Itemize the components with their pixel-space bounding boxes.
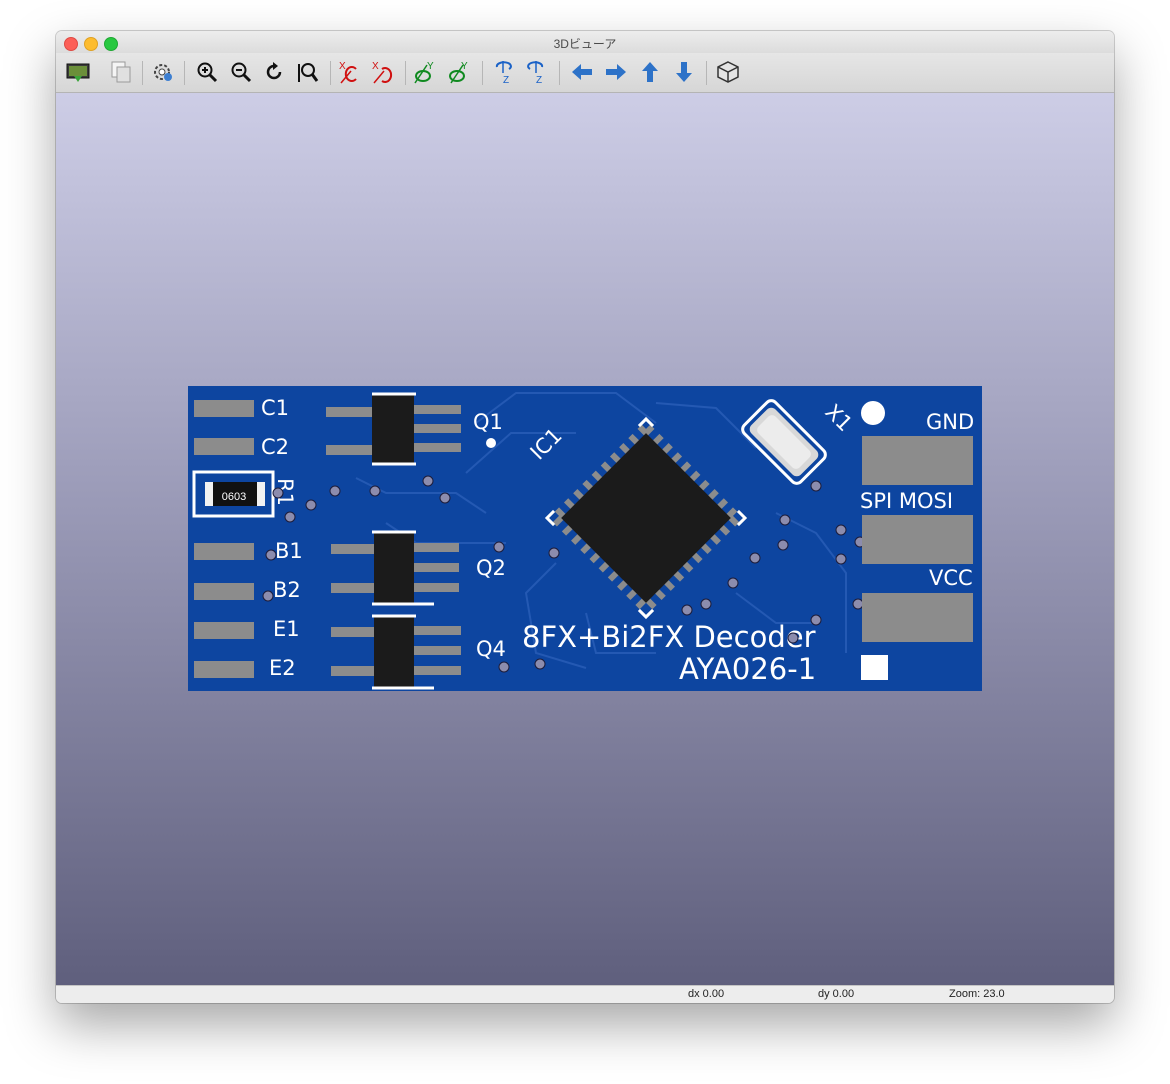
pcb-render: 0603 C1 C2 R1 B1 B2 E1 E2 — [188, 386, 982, 691]
move-left-icon[interactable] — [567, 58, 597, 86]
pad-gnd — [862, 436, 973, 485]
rotate-x-cw-icon[interactable]: X — [335, 58, 365, 86]
label-b2: B2 — [273, 578, 301, 602]
fiducial-dot — [861, 401, 885, 425]
status-dx: dx 0.00 — [688, 988, 725, 1000]
status-zoom: Zoom: 23.0 — [949, 988, 1005, 1000]
rotate-z-ccw-icon[interactable]: Z — [522, 58, 552, 86]
pad-spi-mosi — [862, 515, 973, 564]
3d-viewport[interactable]: 0603 C1 C2 R1 B1 B2 E1 E2 — [56, 93, 1114, 986]
svg-text:X: X — [372, 61, 379, 72]
silk-square — [861, 655, 888, 680]
status-dy: dy 0.00 — [818, 988, 855, 1000]
svg-text:X: X — [339, 61, 346, 72]
title-bar: 3Dビューア — [56, 31, 1114, 53]
status-bar: dx 0.00 dy 0.00 Zoom: 23.0 — [56, 985, 1114, 1003]
board-title: 8FX+Bi2FX Decoder — [522, 620, 816, 654]
zoom-in-icon[interactable] — [192, 58, 222, 86]
settings-icon[interactable] — [148, 58, 178, 86]
label-b1: B1 — [275, 539, 303, 563]
render-board-icon[interactable] — [63, 58, 93, 86]
rotate-y-ccw-icon[interactable]: Y — [445, 58, 475, 86]
label-c1: C1 — [261, 396, 289, 420]
svg-text:Z: Z — [536, 75, 542, 85]
transistor-q1 — [326, 392, 461, 466]
move-down-icon[interactable] — [669, 58, 699, 86]
pad-vcc — [862, 593, 973, 642]
redraw-icon[interactable] — [259, 58, 289, 86]
label-e1: E1 — [273, 617, 300, 641]
zoom-out-icon[interactable] — [226, 58, 256, 86]
crystal-x1 — [741, 399, 827, 485]
orthographic-icon[interactable] — [713, 58, 743, 86]
edge-pads-left — [194, 400, 254, 678]
window-title: 3Dビューア — [553, 37, 617, 51]
svg-text:Y: Y — [427, 61, 434, 72]
board-part-number: AYA026-1 — [679, 652, 816, 686]
label-c2: C2 — [261, 435, 289, 459]
rotate-x-ccw-icon[interactable]: X — [368, 58, 398, 86]
label-q2: Q2 — [476, 556, 506, 580]
zoom-fit-icon[interactable] — [293, 58, 323, 86]
pin1-dot — [486, 438, 496, 448]
move-right-icon[interactable] — [601, 58, 631, 86]
label-gnd: GND — [926, 410, 974, 434]
minimize-button[interactable] — [84, 37, 98, 51]
transistor-q2 — [331, 530, 459, 606]
label-q4: Q4 — [476, 637, 506, 661]
move-up-icon[interactable] — [635, 58, 665, 86]
svg-text:Y: Y — [461, 61, 468, 72]
rotate-z-cw-icon[interactable]: Z — [489, 58, 519, 86]
label-e2: E2 — [269, 656, 296, 680]
maximize-button[interactable] — [104, 37, 118, 51]
viewer-window: 3Dビューア X X — [56, 31, 1114, 1003]
resistor-code: 0603 — [222, 491, 246, 503]
label-vcc: VCC — [929, 566, 973, 590]
rotate-y-cw-icon[interactable]: Y — [411, 58, 441, 86]
close-button[interactable] — [64, 37, 78, 51]
label-q1: Q1 — [473, 410, 503, 434]
label-spi-mosi: SPI MOSI — [860, 489, 953, 513]
transistor-q4 — [331, 614, 461, 690]
ic1-chip — [544, 416, 748, 620]
copy-image-icon[interactable] — [106, 58, 136, 86]
svg-text:Z: Z — [503, 75, 509, 85]
toolbar: X X Y Y Z Z — [56, 53, 1114, 93]
